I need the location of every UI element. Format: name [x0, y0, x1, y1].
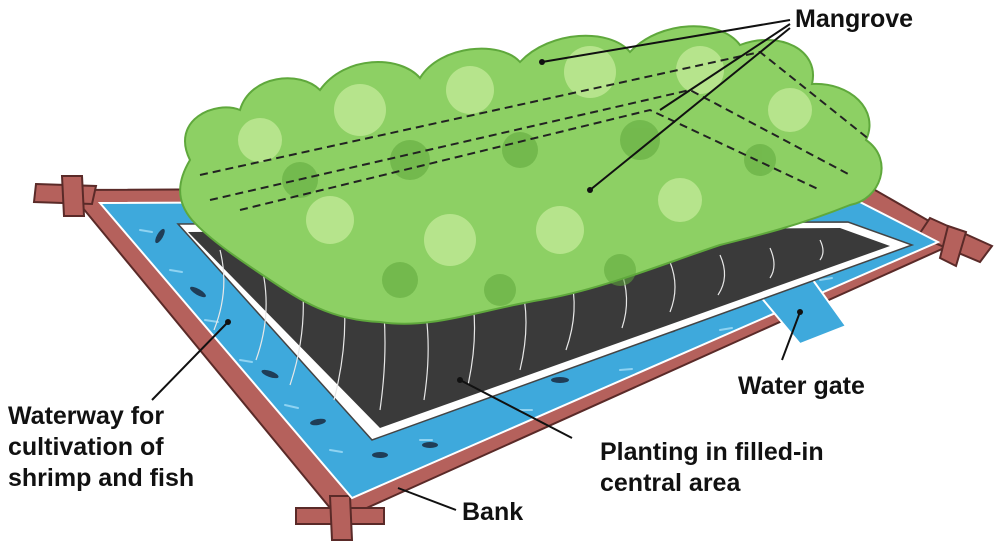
- label-planting-line-1: Planting in filled-in: [600, 438, 824, 466]
- fish: [422, 442, 438, 448]
- label-water-gate: Water gate: [738, 372, 865, 400]
- fish: [155, 228, 165, 244]
- bank-corner-left-up: [60, 175, 86, 217]
- label-mangrove: Mangrove: [795, 5, 914, 33]
- fish: [551, 377, 569, 383]
- fish: [310, 418, 326, 426]
- fish: [372, 452, 388, 458]
- water-gate-leader: [781, 311, 801, 361]
- mangrove-canopy: [179, 25, 883, 325]
- bank-corner-right-up: [938, 224, 968, 268]
- label-waterway-line-2: cultivation of: [8, 433, 164, 461]
- mangrove-leader-3: [589, 27, 791, 191]
- label-waterway-line-1: Waterway for: [8, 402, 165, 430]
- leader-lines: [151, 19, 801, 511]
- mangrove-leader-1: [541, 19, 791, 63]
- fish: [261, 369, 279, 379]
- leader-dots: [225, 59, 803, 383]
- fish: [190, 286, 206, 298]
- label-planting: Planting in filled-in central area: [600, 437, 824, 499]
- bank-corner-bottom-down: [328, 495, 354, 541]
- canopy-shadows: [282, 120, 776, 306]
- label-waterway-line-3: shrimp and fish: [8, 464, 195, 492]
- label-bank: Bank: [462, 498, 524, 526]
- canopy-highlights: [238, 46, 812, 266]
- waterway-leader: [151, 321, 229, 401]
- water-ripples: [139, 229, 893, 453]
- label-planting-line-2: central area: [600, 469, 741, 497]
- label-waterway: Waterway for cultivation of shrimp and f…: [8, 401, 194, 494]
- planting-leader: [459, 379, 573, 439]
- bank-leader: [397, 487, 457, 511]
- mangrove-leader-2: [659, 23, 791, 111]
